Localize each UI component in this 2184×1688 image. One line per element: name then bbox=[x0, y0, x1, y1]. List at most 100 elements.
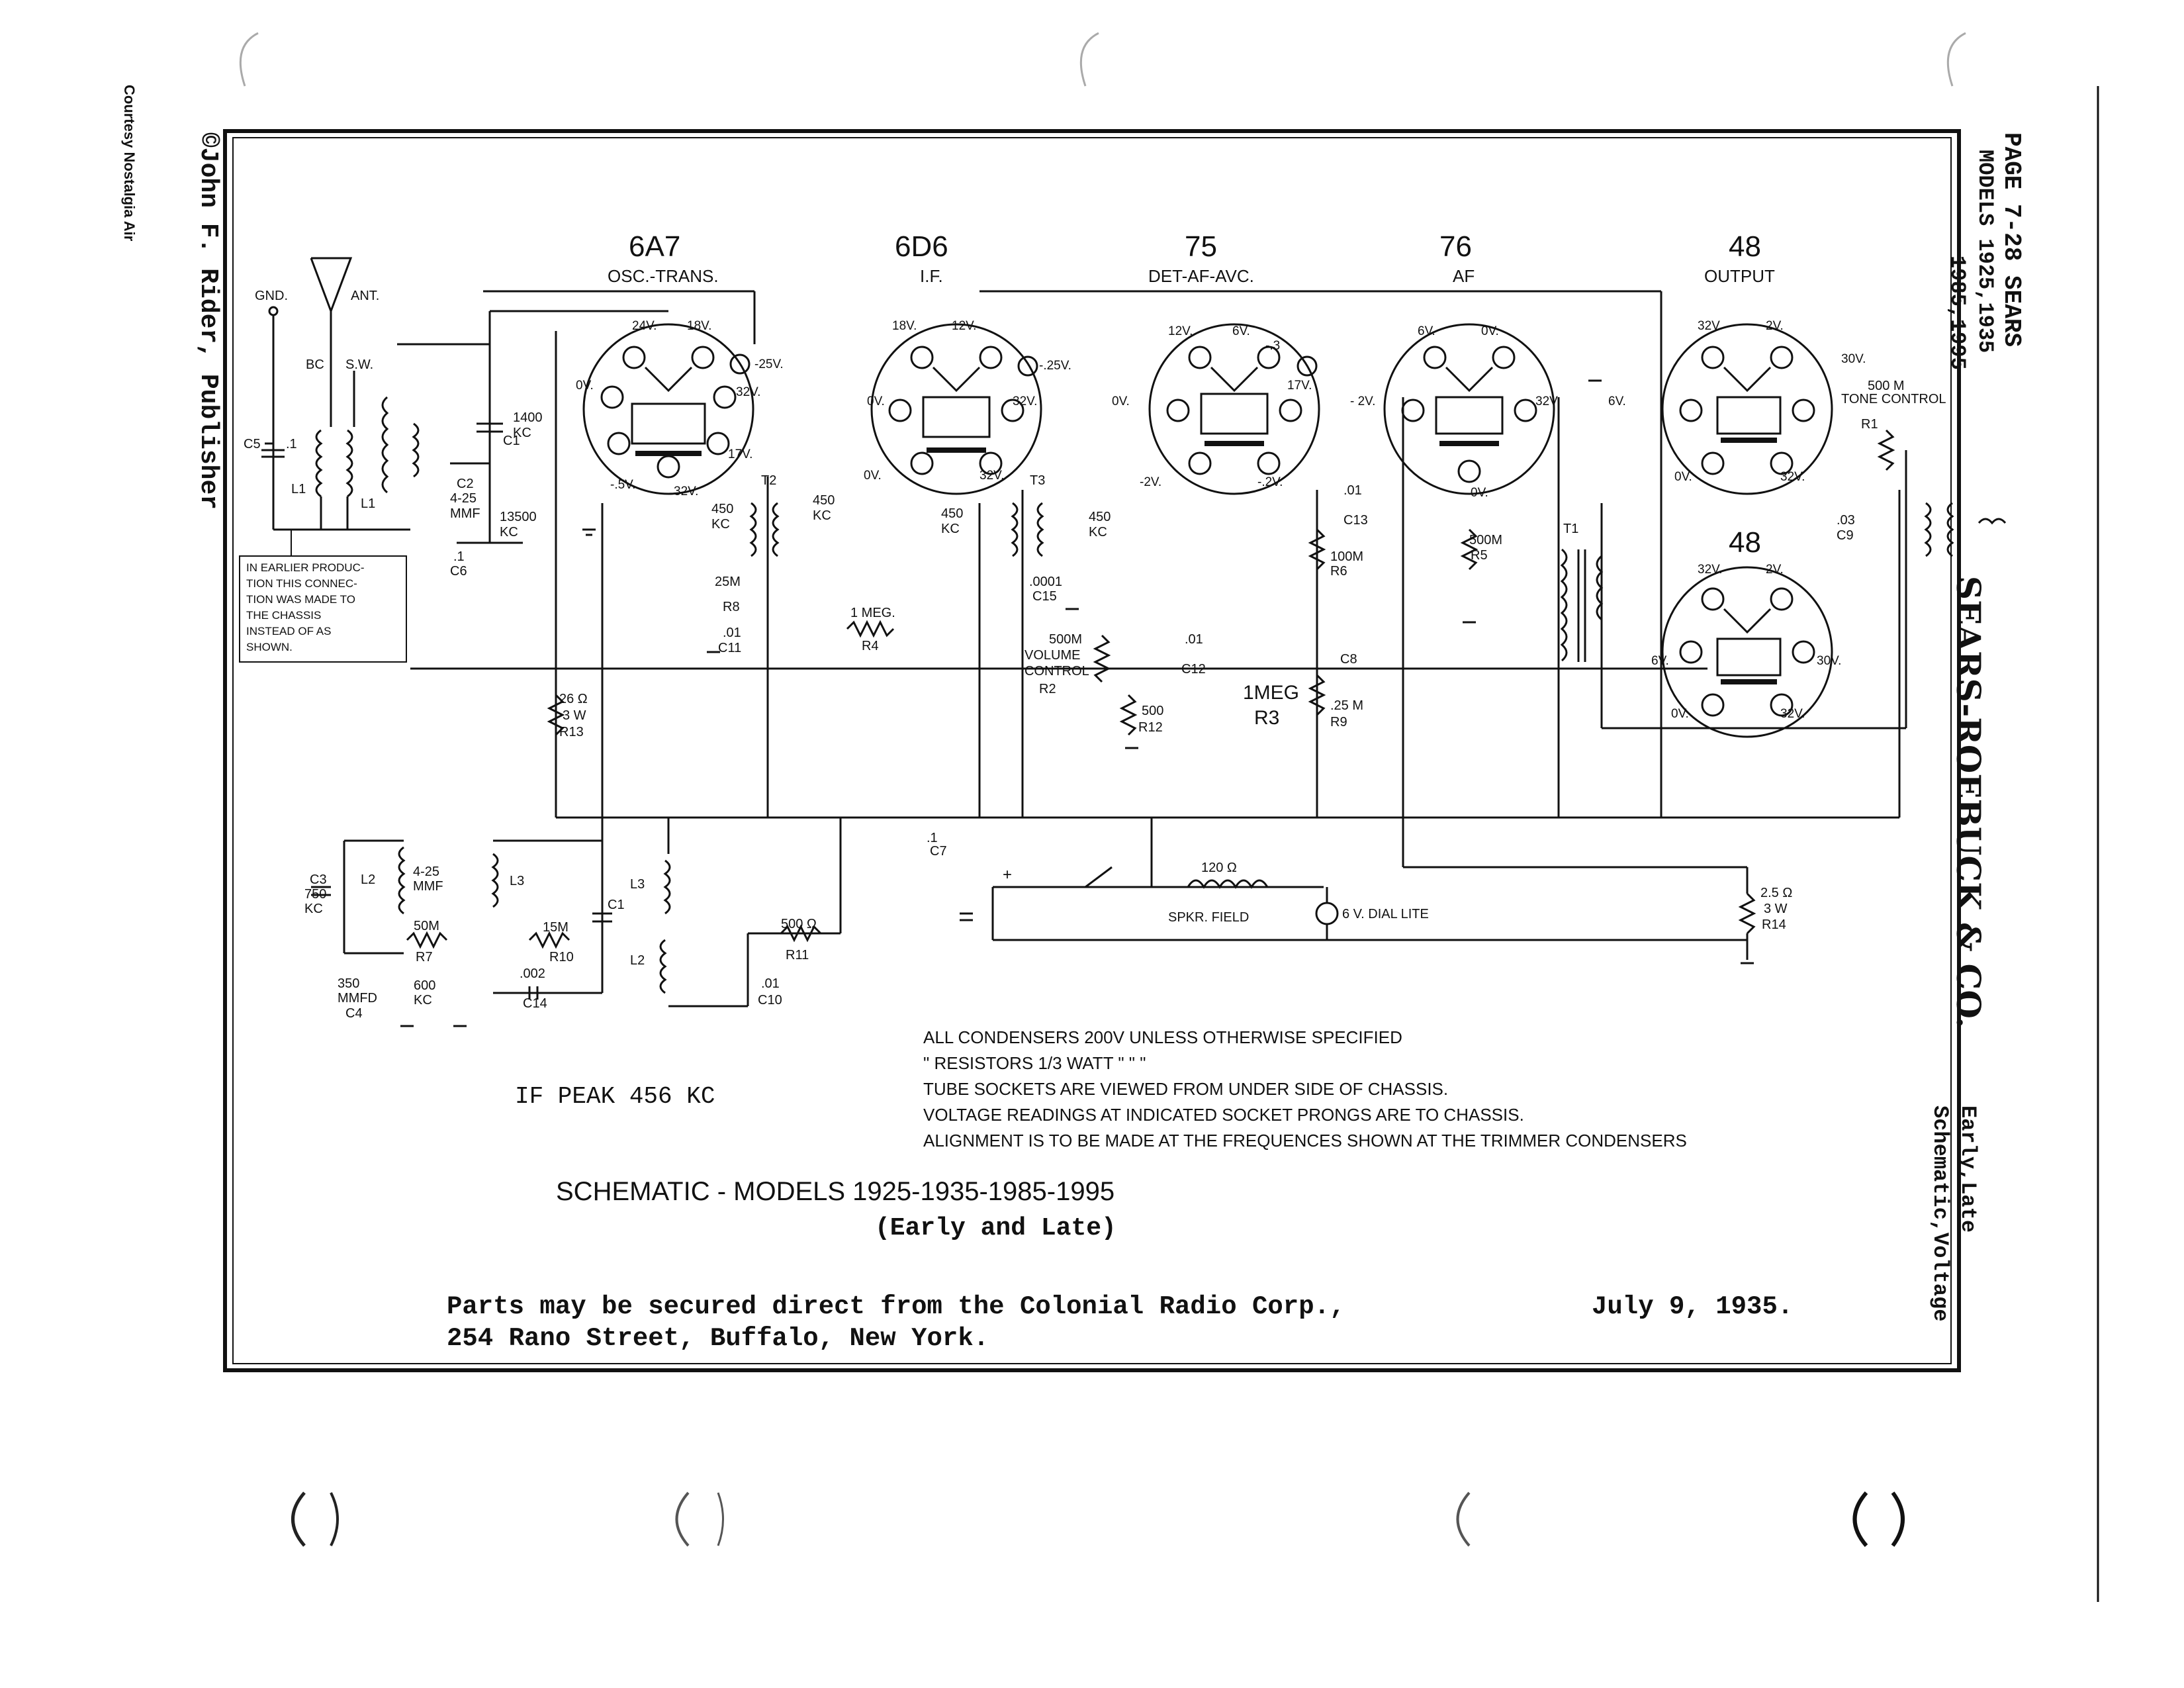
label-sw: S.W. bbox=[345, 357, 374, 372]
label-r11: R11 bbox=[786, 948, 809, 962]
label-tone: TONE CONTROL bbox=[1841, 392, 1946, 406]
schematic-subtitle: (Early and Late) bbox=[875, 1214, 1116, 1243]
voltage-label: 32V. bbox=[979, 469, 1005, 483]
tube-type-76: 76 bbox=[1439, 230, 1472, 263]
label-c9: C9 bbox=[1837, 528, 1854, 543]
label-r1: R1 bbox=[1861, 417, 1878, 432]
label-c8: C8 bbox=[1340, 652, 1357, 667]
voltage-label: 32V. bbox=[1013, 395, 1038, 408]
label-ant: ANT. bbox=[351, 289, 380, 303]
voltage-label: 0V. bbox=[1671, 707, 1689, 721]
label-r6: R6 bbox=[1330, 564, 1347, 579]
resistor-r13-icon bbox=[547, 694, 565, 736]
label-r2v: 500M bbox=[1049, 632, 1083, 647]
ground-icon bbox=[400, 379, 1754, 1027]
label-l2b: L2 bbox=[630, 953, 645, 968]
punch-hole-icon bbox=[1946, 32, 1966, 87]
resistor-r4-icon bbox=[846, 620, 895, 638]
label-c15: C15 bbox=[1032, 589, 1057, 604]
label-r14: R14 bbox=[1762, 917, 1786, 932]
voltage-label: 2V. bbox=[1766, 563, 1784, 577]
tube-envelope-6a7 bbox=[582, 323, 754, 495]
label-c15v: .0001 bbox=[1029, 575, 1063, 589]
label-r10v: 15M bbox=[543, 920, 569, 935]
label-r14w: 3 W bbox=[1764, 902, 1788, 916]
tube-type-48a: 48 bbox=[1729, 230, 1761, 263]
label-r4: R4 bbox=[862, 639, 879, 653]
punch-hole-icon bbox=[291, 1491, 339, 1547]
if-transformer-t2-icon bbox=[749, 502, 757, 557]
label-gnd: GND. bbox=[255, 289, 288, 303]
label-c6: C6 bbox=[450, 564, 467, 579]
tube-function-75: DET-AF-AVC. bbox=[1148, 266, 1254, 286]
label-volume: VOLUME CONTROL bbox=[1024, 648, 1089, 679]
label-c10: C10 bbox=[758, 993, 782, 1008]
label-dial: 6 V. DIAL LITE bbox=[1342, 907, 1429, 921]
speaker-transformer-icon bbox=[1924, 502, 1932, 557]
voltage-label: 18V. bbox=[687, 319, 712, 333]
tube-envelope-6d6 bbox=[870, 323, 1042, 495]
label-c3v: 750 KC bbox=[304, 887, 327, 916]
label-c7: C7 bbox=[930, 844, 947, 859]
label-r7: R7 bbox=[416, 950, 433, 964]
voltage-label: -25V. bbox=[754, 357, 784, 371]
voltage-label: 32V. bbox=[1698, 319, 1723, 333]
label-r6v: 100M bbox=[1330, 549, 1364, 564]
voltage-label: 0V. bbox=[1674, 470, 1692, 484]
label-c5v: .1 bbox=[286, 437, 297, 451]
tube-function-6a7: OSC.-TRANS. bbox=[608, 266, 719, 286]
voltage-label: 32V. bbox=[1698, 563, 1723, 577]
voltage-label: 2V. bbox=[1766, 319, 1784, 333]
label-r7v: 50M bbox=[414, 919, 439, 933]
label-t3: T3 bbox=[1030, 473, 1046, 488]
label-r13v: 26 Ω bbox=[559, 692, 588, 706]
label-r13w: 3 W bbox=[563, 708, 586, 723]
voltage-label: 32V. bbox=[736, 385, 761, 399]
tube-envelope-48a bbox=[1661, 323, 1833, 495]
label-c7v: .1 bbox=[927, 831, 938, 845]
label-r4v: 1 MEG. bbox=[850, 606, 895, 620]
label-r8: R8 bbox=[723, 600, 740, 614]
label-c1c: C1 bbox=[608, 898, 625, 912]
label-l3b: L3 bbox=[630, 877, 645, 892]
voltage-label: 12V. bbox=[952, 319, 977, 333]
punch-hole-icon bbox=[1456, 1491, 1471, 1547]
voltage-label: 0V. bbox=[1112, 395, 1130, 408]
label-r10: R10 bbox=[549, 950, 574, 964]
tube-type-75: 75 bbox=[1185, 230, 1217, 263]
label-c1b: 1400 KC bbox=[513, 410, 543, 440]
schematic-title: SCHEMATIC - MODELS 1925-1935-1985-1995 bbox=[556, 1177, 1115, 1206]
label-450b: 450 KC bbox=[813, 493, 835, 523]
osc-coil-l3-icon bbox=[491, 853, 499, 908]
label-c10v: .01 bbox=[761, 976, 780, 991]
label-c3: C3 bbox=[310, 872, 327, 887]
label-c2v: 4-25 MMF bbox=[450, 491, 480, 521]
label-r13: R13 bbox=[559, 725, 584, 739]
if-peak-note: IF PEAK 456 KC bbox=[515, 1083, 715, 1110]
voltage-label: 32V. bbox=[1780, 470, 1805, 484]
label-c14v: .002 bbox=[520, 966, 545, 981]
label-c4: C4 bbox=[345, 1006, 363, 1021]
osc-coil-l2b-icon bbox=[659, 939, 667, 994]
label-l2: L2 bbox=[361, 872, 376, 887]
voltage-label: - 2V. bbox=[1350, 395, 1376, 408]
resistor-r14-icon bbox=[1738, 892, 1756, 935]
resistor-r10-icon bbox=[528, 931, 570, 949]
voltage-label: -2V. bbox=[1140, 475, 1162, 489]
label-c2: C2 bbox=[457, 477, 474, 491]
coil-l1d-icon bbox=[412, 422, 420, 478]
label-l1b: L1 bbox=[361, 496, 376, 511]
voltage-label: 30V. bbox=[1841, 352, 1866, 366]
voltage-label: 0V. bbox=[1471, 486, 1488, 500]
tube-function-6d6: I.F. bbox=[920, 266, 943, 286]
resistor-r1-icon bbox=[1877, 429, 1895, 471]
label-mmf: 4-25 MMF bbox=[413, 865, 443, 894]
tube-internals bbox=[631, 366, 1782, 684]
voltage-label: 0V. bbox=[864, 469, 882, 483]
label-c9v: .03 bbox=[1837, 513, 1855, 528]
label-450c: 450 KC bbox=[941, 506, 964, 536]
label-600: 600 KC bbox=[414, 978, 436, 1008]
osc-coil-l3b-icon bbox=[663, 859, 671, 915]
voltage-label: 6V. bbox=[1418, 324, 1435, 338]
